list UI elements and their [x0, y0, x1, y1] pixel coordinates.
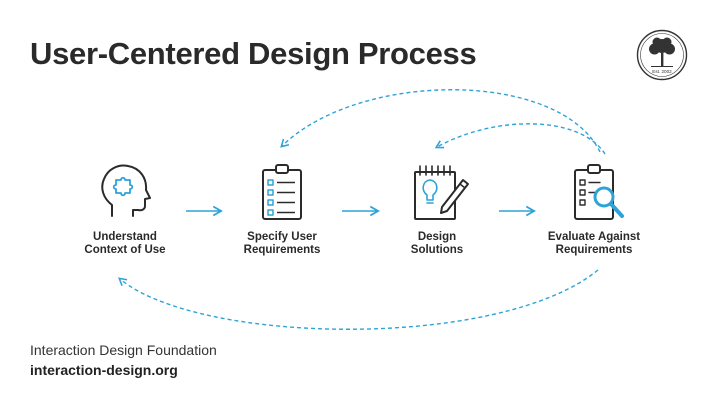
tree-seal-icon: Est. 2002	[636, 29, 688, 81]
clipboard-magnifier-icon	[574, 164, 624, 220]
feedback-arrow-to-design	[434, 123, 606, 155]
logo-caption: Est. 2002	[652, 69, 672, 74]
step-label-understand: Understand Context of Use	[55, 231, 195, 257]
head-puzzle-icon	[101, 164, 151, 217]
feedback-arrow-to-specify	[280, 89, 601, 153]
step-label-design: Design Solutions	[367, 231, 507, 257]
notepad-lightbulb-pencil-icon	[414, 165, 469, 220]
feedback-arrow-to-understand	[118, 269, 599, 330]
clipboard-checklist-icon	[262, 164, 302, 220]
step-label-line2: Requirements	[243, 244, 321, 256]
step-label-evaluate: Evaluate Against Requirements	[524, 231, 664, 257]
step-label-line2: Solutions	[410, 244, 464, 256]
step-label-line1: Specify User	[247, 231, 317, 243]
step-label-line1: Understand	[93, 231, 157, 243]
footer-organization: Interaction Design Foundation	[30, 342, 217, 358]
step-label-line1: Evaluate Against	[547, 231, 641, 243]
page-title: User-Centered Design Process	[30, 36, 477, 71]
step-label-line2: Requirements	[555, 244, 633, 256]
step-label-line1: Design	[417, 231, 457, 243]
footer-url: interaction-design.org	[30, 362, 178, 378]
step-label-line2: Context of Use	[84, 244, 166, 256]
step-label-specify: Specify User Requirements	[212, 231, 352, 257]
